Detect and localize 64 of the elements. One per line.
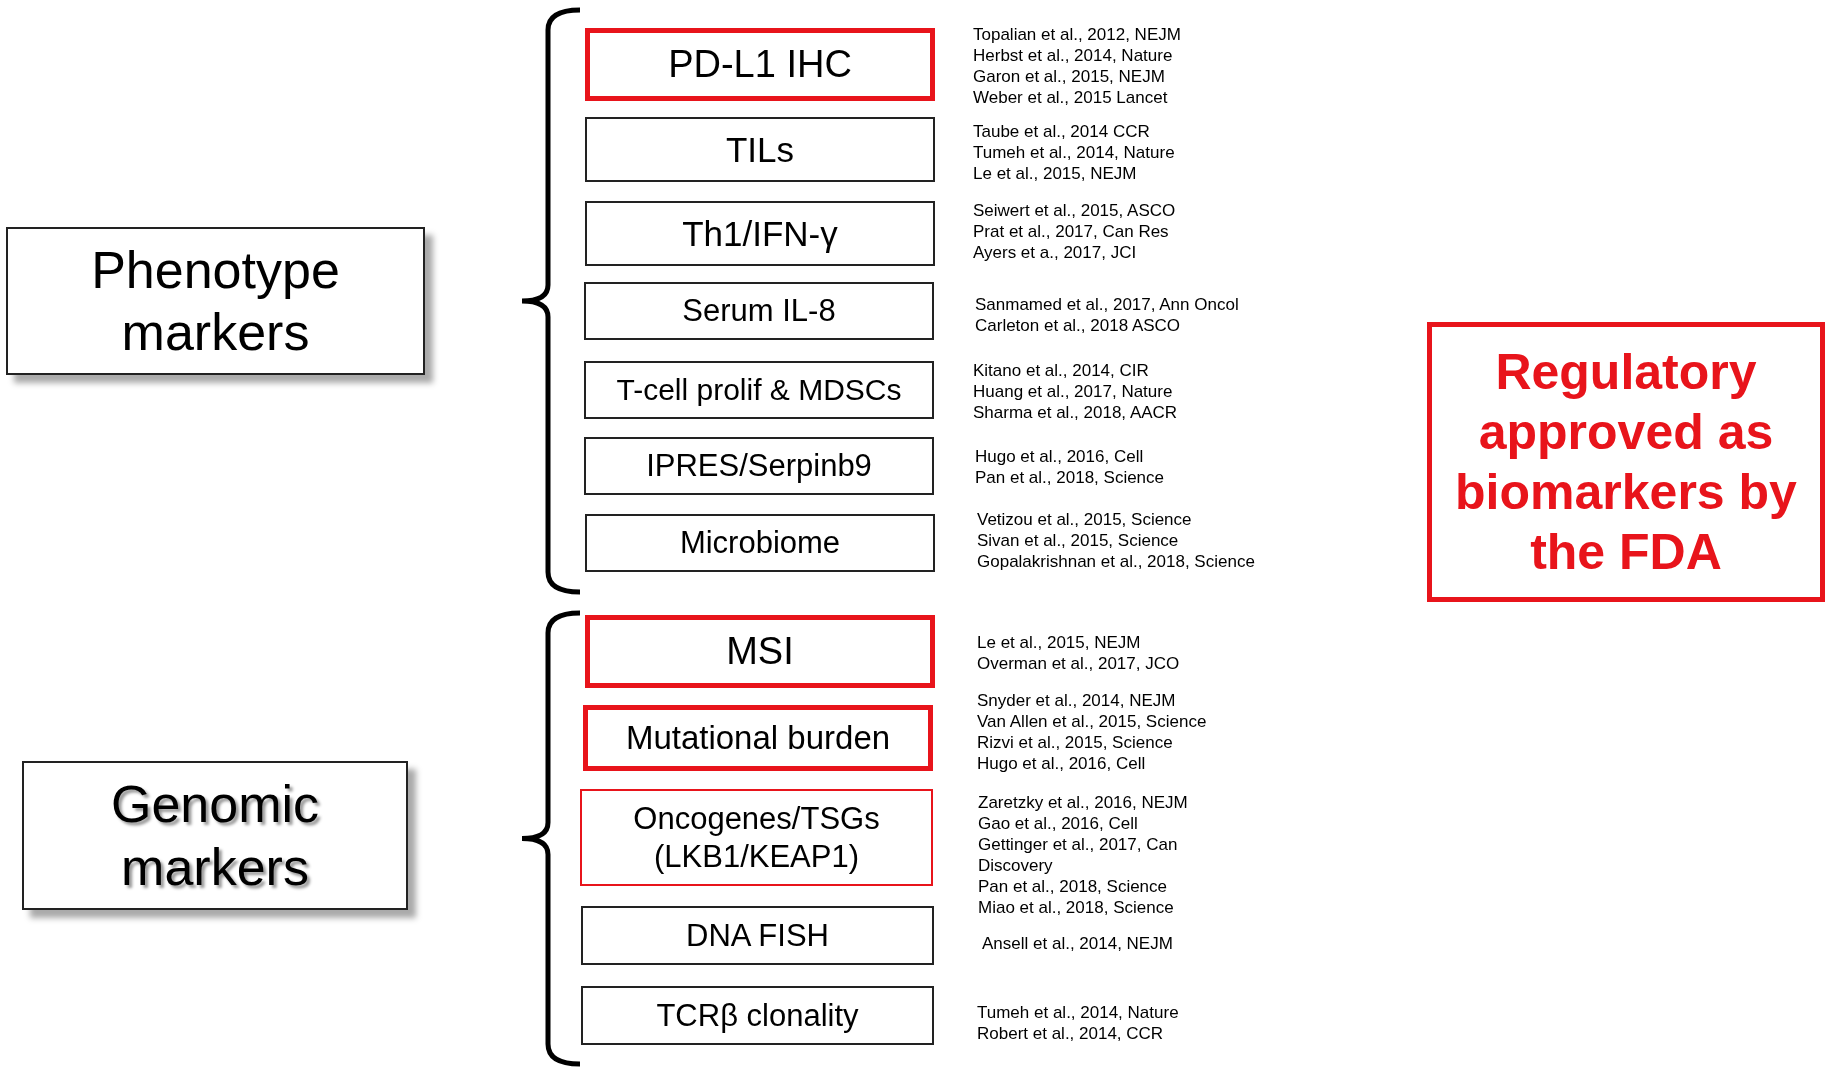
citation: Rizvi et al., 2015, Science (977, 732, 1173, 753)
marker-box (585, 28, 935, 101)
citation: Robert et al., 2014, CCR (977, 1023, 1164, 1044)
citation: Herbst et al., 2014, Nature (973, 45, 1173, 66)
citation: Prat et al., 2017, Can Res (973, 221, 1169, 242)
citation: Taube et al., 2014 CCR (973, 121, 1150, 142)
citation: Vetizou et al., 2015, Science (977, 509, 1192, 530)
citation: Gopalakrishnan et al., 2018, Science (977, 551, 1255, 572)
marker-label: TILs (725, 128, 795, 171)
marker-box (585, 117, 935, 182)
citation: Weber et al., 2015 Lancet (973, 87, 1168, 108)
marker-box (584, 282, 934, 340)
citation: Pan et al., 2018, Science (975, 467, 1165, 488)
category-label: Genomic markers (109, 774, 321, 898)
citation: Gao et al., 2016, Cell (978, 813, 1138, 834)
citation: Carleton et al., 2018 ASCO (975, 315, 1181, 336)
marker-box (585, 201, 935, 266)
marker-label: PD-L1 IHC (668, 41, 852, 87)
marker-label: DNA FISH (686, 916, 829, 955)
category-label: Phenotype markers (90, 239, 341, 363)
marker-label: Mutational burden (625, 718, 891, 758)
citation: Topalian et al., 2012, NEJM (973, 24, 1181, 45)
citation: Sharma et al., 2018, AACR (973, 402, 1178, 423)
marker-label: Th1/IFN-γ (682, 212, 838, 255)
callout-box (1427, 322, 1825, 602)
marker-box (585, 514, 935, 572)
marker-label: T-cell prolif & MDSCs (616, 372, 902, 408)
citation: Kitano et al., 2014, CIR (973, 360, 1149, 381)
marker-label: MSI (726, 628, 794, 674)
citation: Tumeh et al., 2014, Nature (977, 1002, 1179, 1023)
citation: Sanmamed et al., 2017, Ann Oncol (975, 294, 1239, 315)
marker-label: IPRES/Serpinb9 (646, 447, 872, 485)
citation: Tumeh et al., 2014, Nature (973, 142, 1175, 163)
marker-label: TCRβ clonality (656, 996, 859, 1035)
marker-label: Microbiome (679, 524, 841, 562)
marker-box (580, 789, 933, 886)
citation: Overman et al., 2017, JCO (977, 653, 1180, 674)
citation: Miao et al., 2018, Science (978, 897, 1174, 918)
callout-text: Regulatory approved as biomarkers by the FDA (1454, 343, 1798, 582)
citation: Zaretzky et al., 2016, NEJM (978, 792, 1188, 813)
marker-box (584, 361, 934, 419)
citation: Gettinger et al., 2017, Can Discovery (978, 834, 1179, 876)
marker-box (581, 906, 934, 965)
citation: Ayers et a., 2017, JCI (973, 242, 1137, 263)
citation: Le et al., 2015, NEJM (977, 632, 1141, 653)
marker-label: Serum IL-8 (682, 292, 836, 330)
citation: Garon et al., 2015, NEJM (973, 66, 1165, 87)
marker-box (585, 615, 935, 688)
citation: Pan et al., 2018, Science (978, 876, 1168, 897)
marker-box (583, 705, 933, 771)
marker-box (584, 437, 934, 495)
citation: Hugo et al., 2016, Cell (977, 753, 1146, 774)
citation: Van Allen et al., 2015, Science (977, 711, 1207, 732)
citation: Huang et al., 2017, Nature (973, 381, 1173, 402)
category-box (22, 761, 408, 910)
category-box (6, 227, 425, 375)
marker-label: Oncogenes/TSGs (LKB1/KEAP1) (632, 800, 881, 875)
citation: Ansell et al., 2014, NEJM (982, 933, 1173, 954)
citation: Le et al., 2015, NEJM (973, 163, 1137, 184)
citation: Sivan et al., 2015, Science (977, 530, 1179, 551)
marker-box (581, 986, 934, 1045)
citation: Snyder et al., 2014, NEJM (977, 690, 1176, 711)
citation: Seiwert et al., 2015, ASCO (973, 200, 1176, 221)
citation: Hugo et al., 2016, Cell (975, 446, 1144, 467)
